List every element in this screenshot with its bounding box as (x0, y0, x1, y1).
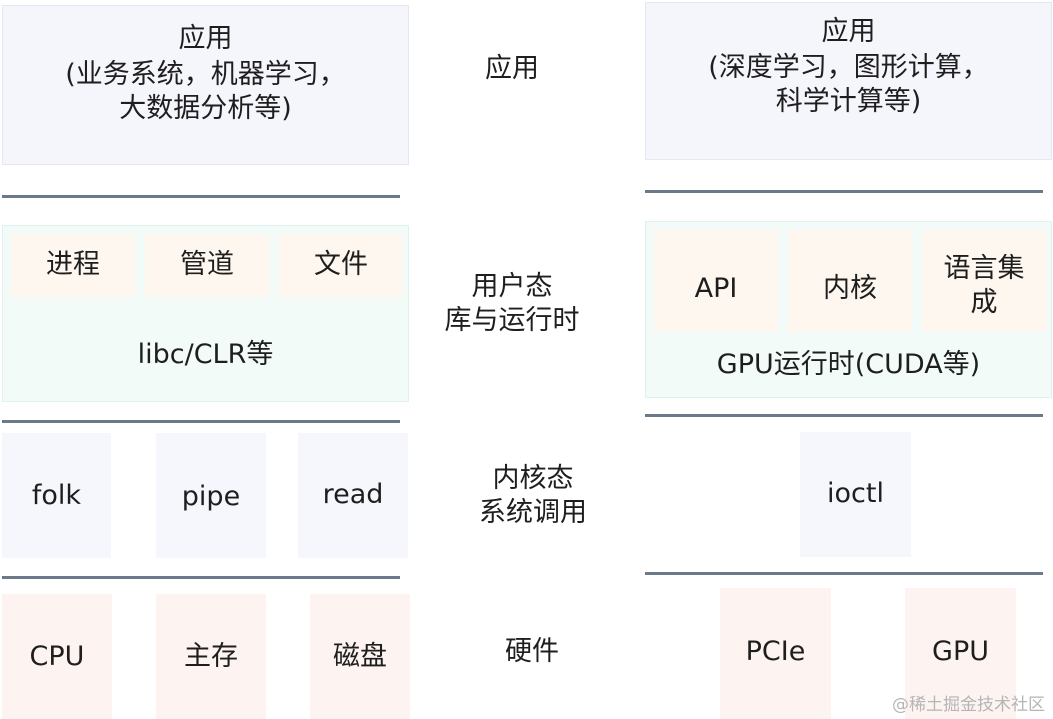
left-hw-3: 磁盘 (310, 594, 410, 719)
right-syscall-label: ioctl (827, 478, 884, 509)
left-syscall-label: folk (31, 480, 82, 511)
watermark: @稀土掘金技术社区 (892, 695, 1045, 715)
left-app-detail: (业务系统，机器学习， 大数据分析等) (65, 59, 346, 124)
right-runtime-item-label: API (694, 273, 738, 304)
right-runtime-item-3: 语言集 成 (922, 230, 1046, 332)
right-divider-3 (645, 572, 1043, 575)
left-app-box: 应用 (业务系统，机器学习， 大数据分析等) (2, 5, 409, 165)
right-hw-label: PCIe (745, 636, 806, 667)
left-runtime-item-2: 管道 (145, 234, 269, 297)
layer-label-app: 应用 (485, 53, 539, 84)
left-syscall-1: folk (2, 433, 111, 558)
left-app-title: 应用 (178, 23, 233, 54)
left-divider-2 (2, 420, 400, 423)
right-runtime-item-label: 语言集 成 (943, 253, 1025, 318)
left-runtime-box: 进程 管道 文件 libc/CLR等 (2, 225, 409, 402)
left-runtime-item-label: 管道 (180, 249, 234, 280)
right-runtime-item-label: 内核 (823, 273, 877, 304)
right-runtime-label: GPU运行时(CUDA等) (716, 349, 981, 380)
left-runtime-item-label: 进程 (46, 249, 100, 280)
left-syscall-label: read (322, 479, 384, 510)
left-divider-3 (2, 576, 400, 579)
left-divider-1 (2, 195, 400, 198)
right-runtime-box: API 内核 语言集 成 GPU运行时(CUDA等) (645, 221, 1052, 398)
right-runtime-item-2: 内核 (788, 230, 912, 332)
layer-label-runtime: 用户态 库与运行时 (444, 271, 580, 336)
left-runtime-item-label: 文件 (314, 249, 368, 280)
right-hw-label: GPU (932, 636, 989, 667)
right-runtime-item-1: API (654, 230, 778, 332)
left-runtime-item-3: 文件 (279, 234, 403, 297)
left-syscall-label: pipe (181, 481, 241, 512)
left-hw-2: 主存 (156, 594, 266, 719)
right-hw-2: GPU (905, 588, 1016, 719)
layer-label-hardware: 硬件 (505, 636, 559, 667)
right-app-box: 应用 (深度学习，图形计算， 科学计算等) (645, 2, 1052, 160)
left-hw-1: CPU (2, 594, 112, 719)
left-syscall-2: pipe (156, 433, 266, 558)
right-app-detail: (深度学习，图形计算， 科学计算等) (708, 52, 989, 117)
right-divider-1 (645, 190, 1043, 193)
left-syscall-3: read (298, 433, 408, 558)
right-syscall-1: ioctl (800, 432, 911, 557)
left-runtime-item-1: 进程 (11, 234, 135, 297)
left-hw-label: 主存 (184, 641, 238, 672)
left-runtime-label: libc/CLR等 (137, 339, 274, 370)
left-hw-label: 磁盘 (333, 641, 387, 672)
left-hw-label: CPU (29, 641, 85, 672)
layer-label-kernel: 内核态 系统调用 (479, 463, 587, 528)
right-divider-2 (645, 414, 1043, 417)
right-app-title: 应用 (821, 16, 876, 47)
right-hw-1: PCIe (720, 588, 831, 719)
